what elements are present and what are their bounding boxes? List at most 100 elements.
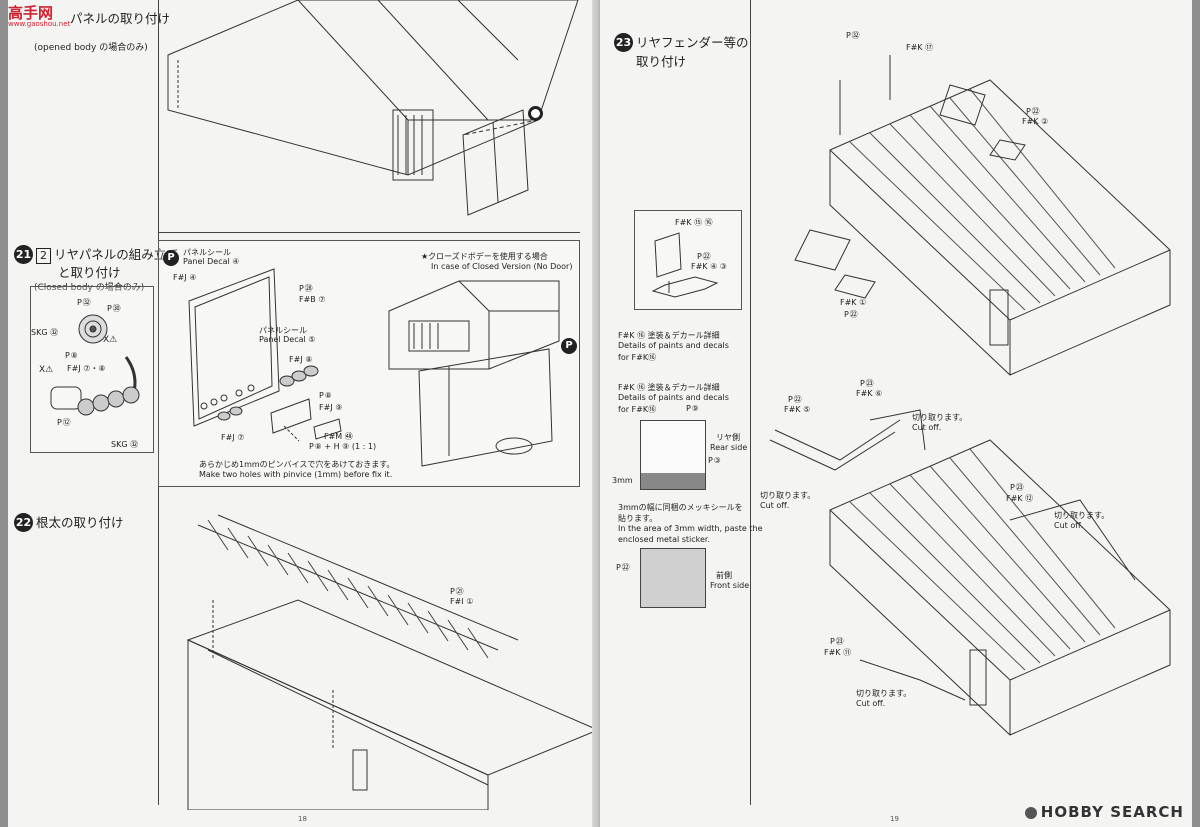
label-fk15-16: F#K ⑮ ⑯ [675,218,713,227]
label-fj8: F#J ⑧ [289,355,313,364]
label-fk6: F#K ⑥ [856,389,883,398]
label-panel-decal-4: Panel Decal ④ [183,257,240,266]
metal-note-jp2: 貼ります。 [618,514,658,523]
label-fk4-3: F#K ④ ③ [691,262,727,271]
detail1-en1: Details of paints and decals [618,341,729,350]
step21-subtitle: (Closed body の場合のみ) [34,283,145,293]
detail1-heading: F#K ⑯ 塗装＆デカール詳細 [618,331,720,340]
label-rear-jp: リヤ側 [716,433,740,442]
label-panel-seal-2: パネルシール [259,326,307,335]
step20-title: パネルの取り付け [70,11,171,26]
step21-number: 21 [14,245,33,264]
detail2-heading: F#K ⑯ 塗装＆デカール詳細 [618,383,720,392]
label-x-b: X⚠ [39,365,54,375]
label-skg62-b: SKG ㉜ [111,440,139,449]
rear-mudflap-detail [640,420,706,490]
label-p22-b: P ㉒ [844,310,858,319]
step23-lower-body-drawing [769,409,1171,736]
step21-title-b: と取り付け [58,265,121,280]
label-fk12: F#K ⑫ [1006,494,1034,503]
label-ratio: P ⑧ + H ⑨ (1 : 1) [309,442,377,451]
label-p30: P ㉚ [107,304,121,313]
step21-main-box: P パネルシール Panel Decal ④ F#J ④ P ㉘ F#B ⑦ パ… [158,240,580,487]
label-p23-c: P ㉓ [830,637,844,646]
label-fk1: F#K ① [840,298,867,307]
mark-o [528,106,543,125]
step22-number: 22 [14,513,33,532]
column-divider-right [750,0,751,805]
watermark-logo: 高手网 [8,4,54,22]
step23-title-a: リヤフェンダー等の [636,35,749,50]
label-3mm: 3mm [612,476,633,485]
metal-note-en2: enclosed metal sticker. [618,535,711,544]
label-p22-inset: P ㉒ [697,252,711,261]
divider [158,232,580,233]
label-x-a: X⚠ [103,335,118,345]
label-fj4: F#J ④ [173,273,197,282]
label-p12: P ⑫ [57,418,71,427]
label-p22-front: P ㉒ [616,563,630,572]
label-fk5: F#K ⑤ [784,405,811,414]
label-fj7: F#J ⑦ [221,433,245,442]
label-rear-en: Rear side [710,443,748,452]
page-number-left: 18 [298,815,307,823]
fender-inset-box: F#K ⑮ ⑯ P ㉒ F#K ④ ③ [634,210,742,310]
rear-panel-drawing [188,268,560,467]
label-panel-seal: パネルシール [183,248,231,257]
note-closed-en: In case of Closed Version (No Door) [431,262,573,271]
label-fk2: F#K ② [1022,117,1049,126]
step20-subtitle: (opened body の場合のみ) [34,43,148,53]
label-fj9: F#J ⑨ [319,403,343,412]
cut-note-1-jp: 切り取ります。 [912,413,968,422]
cut-note-4-jp: 切り取ります。 [856,689,912,698]
note-closed-jp: ★クローズドボデーを使用する場合 [421,252,548,261]
step22-floor-joist-drawing [186,514,600,810]
note-hole-en: Make two holes with pinvice (1mm) before… [199,470,393,479]
label-p9: P ⑨ [686,404,699,413]
step23-title-b: 取り付け [636,54,687,69]
label-p28: P ㉘ [299,284,313,293]
label-front-jp: 前側 [716,571,732,580]
label-front-en: Front side [710,581,750,590]
detail1-en2: for F#K⑯ [618,353,657,362]
metal-note-jp1: 3mmの幅に同梱のメッキシールを [618,503,743,512]
step22-title: 根太の取り付け [36,515,124,530]
hobby-search-icon [1024,806,1037,819]
metal-sticker-band [641,473,705,489]
fender-part-drawing [651,232,719,298]
label-skg62-a: SKG ㉜ [31,328,59,337]
mark-p-2: P [561,333,577,354]
cut-note-3-jp: 切り取ります。 [1054,511,1110,520]
detail2-en1: Details of paints and decals [618,393,729,402]
label-fi1: F#I ① [450,597,474,606]
label-panel-decal-5: Panel Decal ⑤ [259,335,316,344]
left-page: 高手网 www.gaoshou.net パネルの取り付け (opened bod… [8,0,600,827]
label-p32-r: P ㉜ [846,31,860,40]
label-fk17: F#K ⑰ [906,43,934,52]
note-hole-jp: あらかじめ1mmのピンバイスで穴をあけておきます。 [199,460,395,469]
mark-p: P [163,245,179,266]
label-p22-c: P ㉒ [788,395,802,404]
step21-title-a: リヤパネルの組み立て [54,247,179,262]
cut-note-2-jp: 切り取ります。 [760,491,816,500]
cut-note-3-en: Cut off. [1054,521,1084,530]
wheel-parts-drawing [50,314,140,416]
label-p23-a: P ㉓ [860,379,874,388]
page-number-right: 19 [890,815,899,823]
label-p22-a: P ㉒ [1026,107,1040,116]
step21-subnumber: 2 [36,248,51,264]
front-mudflap-detail [640,548,706,608]
watermark-logo-sub: www.gaoshou.net [8,20,71,28]
label-p8: P ⑧ [65,351,78,360]
hobby-search-text: HOBBY SEARCH [1040,803,1184,821]
detail2-en2: for F#K⑯ [618,405,657,414]
label-fm65: F#M ㊽ [324,432,353,441]
step21-wheel-inset: P ㉜ P ㉚ SKG ㉜ X⚠ P ⑧ X⚠ F#J ⑦・⑧ P ⑫ SKG … [30,286,154,453]
cut-note-1-en: Cut off. [912,423,942,432]
cut-note-4-en: Cut off. [856,699,886,708]
step23-number: 23 [614,33,633,52]
